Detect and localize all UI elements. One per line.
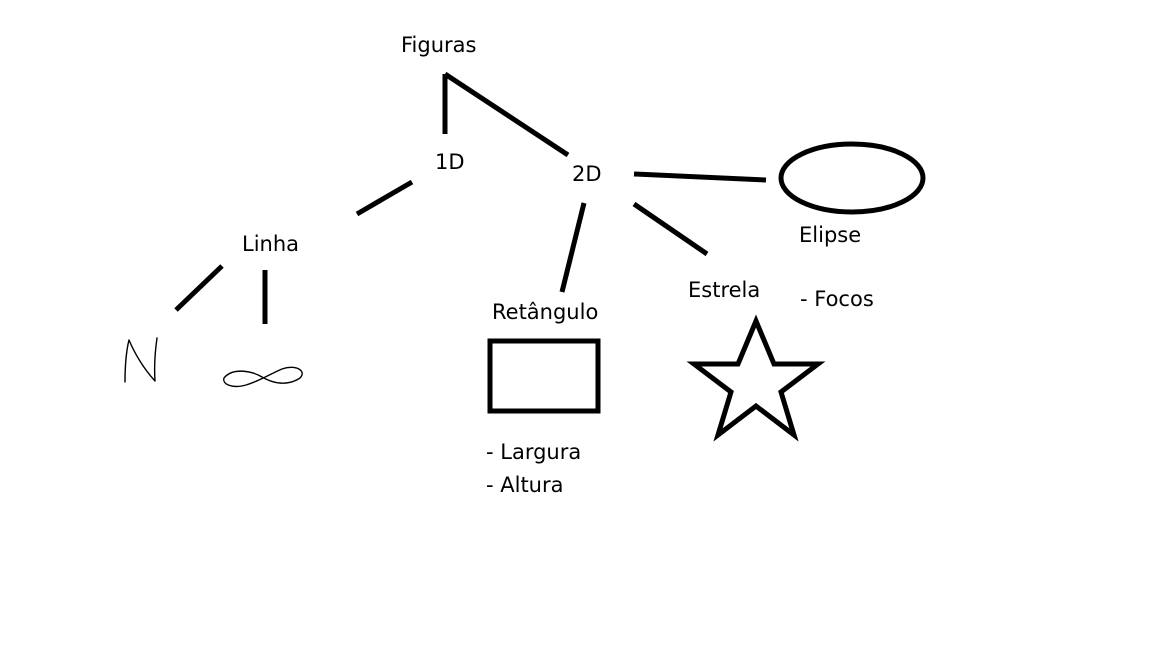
- natural-numbers-icon: [124, 337, 158, 383]
- node-1d: 1D: [435, 150, 465, 174]
- retangulo-attributes: - Largura - Altura: [486, 436, 581, 502]
- node-estrela: Estrela: [688, 278, 761, 302]
- ellipse-shape: [778, 141, 926, 215]
- edge-1d-linha: [355, 179, 414, 217]
- edge-2d-elipse: [633, 171, 767, 183]
- infinity-icon: [223, 366, 303, 388]
- node-elipse: Elipse: [799, 223, 862, 247]
- edge-2d-retangulo: [559, 202, 587, 293]
- node-figuras: Figuras: [401, 33, 477, 57]
- attribute-focos: - Focos: [800, 287, 874, 311]
- node-linha: Linha: [242, 232, 300, 256]
- elipse-attributes: - Focos: [800, 283, 874, 316]
- edge-figuras-2d: [443, 71, 570, 158]
- edge-2d-estrela: [632, 201, 709, 257]
- star-shape: [686, 314, 826, 442]
- attribute-altura: - Altura: [486, 473, 564, 497]
- node-retangulo: Retângulo: [492, 300, 599, 324]
- edge-linha-natural: [174, 264, 224, 312]
- rectangle-shape: [487, 338, 601, 414]
- node-2d: 2D: [572, 162, 602, 186]
- attribute-largura: - Largura: [486, 440, 582, 464]
